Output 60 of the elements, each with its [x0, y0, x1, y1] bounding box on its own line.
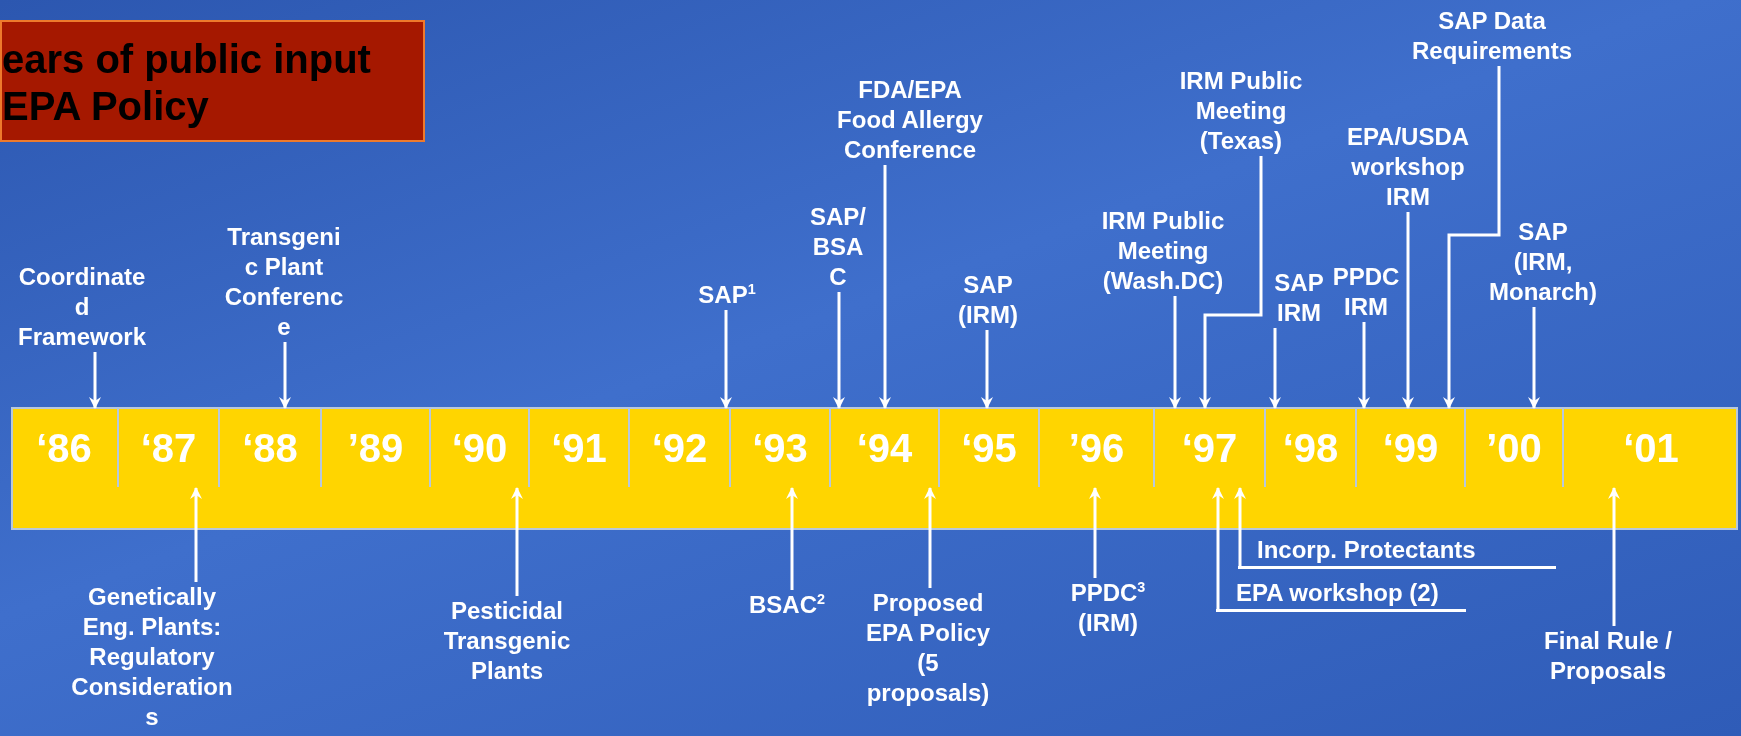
event-label: Incorp. Protectants [1238, 535, 1556, 569]
event-label: SAP (IRM) [948, 270, 1028, 330]
year-cell: ‘86 [11, 409, 119, 487]
year-cell: ‘90 [431, 409, 530, 487]
arrow [1402, 212, 1414, 409]
arrow [1269, 328, 1281, 409]
event-label: PPDC$^{3}$ (IRM) [1063, 578, 1153, 638]
event-label: Final Rule / Proposals [1533, 626, 1683, 686]
year-cell: ‘99 [1357, 409, 1466, 487]
event-label: SAP IRM [1269, 268, 1329, 328]
year-cell: ‘93 [731, 409, 831, 487]
year-cell: ‘98 [1266, 409, 1357, 487]
arrow [1608, 487, 1620, 626]
arrow [1169, 296, 1181, 409]
arrow [511, 487, 523, 596]
arrow [1528, 307, 1540, 409]
arrow [786, 487, 798, 590]
event-label: Pesticidal Transgenic Plants [437, 596, 577, 686]
arrow [1199, 156, 1263, 409]
year-cell: ‘87 [119, 409, 220, 487]
year-cell: ‘92 [630, 409, 731, 487]
arrow [1358, 322, 1370, 409]
arrow [879, 165, 891, 409]
year-cell: ’00 [1466, 409, 1564, 487]
event-label: SAP Data Requirements [1407, 6, 1577, 66]
event-label: FDA/EPA Food Allergy Conference [830, 75, 990, 165]
event-label: BSAC$^{2}$ [747, 590, 827, 620]
year-cell: ’96 [1040, 409, 1155, 487]
year-cell: ’89 [322, 409, 431, 487]
arrow [981, 330, 993, 409]
event-label: EPA/USDA workshop IRM [1333, 122, 1483, 212]
event-label: EPA workshop (2) [1216, 578, 1466, 612]
year-cell: ‘95 [940, 409, 1040, 487]
arrow [190, 487, 202, 582]
year-cell: ‘01 [1564, 409, 1738, 487]
arrow [1443, 66, 1501, 409]
event-label: SAP$^{1}$ [692, 280, 762, 310]
arrow [1089, 487, 1101, 578]
year-cell: ‘88 [220, 409, 322, 487]
arrow [720, 310, 732, 409]
arrow [279, 342, 291, 409]
event-label: SAP/ BSA C [807, 202, 869, 292]
event-label: Coordinate d Framework [12, 262, 152, 352]
event-label: Genetically Eng. Plants: Regulatory Consideration s [67, 582, 237, 732]
arrow [1212, 487, 1224, 611]
arrow [924, 487, 936, 588]
arrow [833, 292, 845, 409]
event-label: SAP (IRM, Monarch) [1487, 217, 1599, 307]
event-label: IRM Public Meeting (Texas) [1171, 66, 1311, 156]
timeline-bar [11, 407, 1738, 530]
event-label: Transgeni c Plant Conferenc e [221, 222, 347, 342]
event-label: PPDC IRM [1328, 262, 1404, 322]
arrow [1234, 487, 1246, 568]
year-cell: ‘97 [1155, 409, 1266, 487]
year-cell: ‘94 [831, 409, 940, 487]
event-label: IRM Public Meeting (Wash.DC) [1093, 206, 1233, 296]
title-banner: ears of public input EPA Policy [0, 20, 425, 142]
arrow [89, 352, 101, 409]
event-label: Proposed EPA Policy (5 proposals) [860, 588, 996, 708]
year-cell: ‘91 [530, 409, 630, 487]
